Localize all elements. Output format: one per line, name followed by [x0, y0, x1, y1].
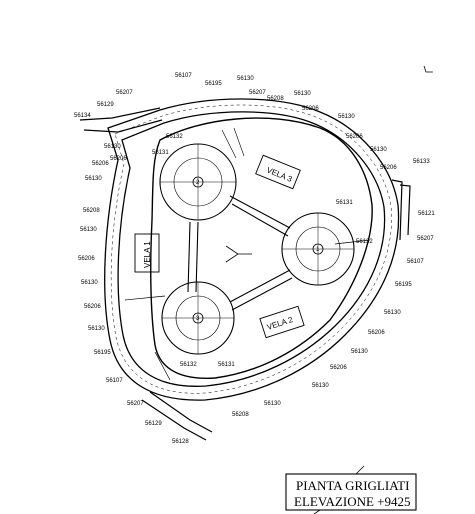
part-label: 56130	[88, 326, 105, 332]
part-label: 56130	[351, 349, 368, 355]
part-label: 56206	[346, 134, 363, 140]
part-label: 56130	[85, 176, 102, 182]
part-label: 56130	[338, 114, 355, 120]
vela-1-label: VELA 1	[143, 241, 152, 268]
part-label: 56130	[264, 401, 281, 407]
tank-2-number: 2	[196, 180, 200, 186]
title-line-1: PIANTA GRIGLIATI	[296, 478, 409, 493]
tank-1-number: 1	[316, 247, 320, 253]
part-label: 56206	[110, 156, 127, 162]
part-label: 56131	[152, 150, 169, 156]
part-label: 56207	[116, 90, 133, 96]
part-label: 56121	[418, 211, 435, 217]
part-label: 56132	[166, 134, 183, 140]
part-label: 56208	[267, 96, 284, 102]
corner-mark	[423, 65, 433, 73]
part-label: 56206	[84, 304, 101, 310]
part-label: 56207	[417, 236, 434, 242]
part-label: 56133	[413, 159, 430, 165]
part-label: 56195	[395, 282, 412, 288]
truss-ring	[104, 98, 400, 401]
part-label: 56131	[218, 362, 235, 368]
title-line-2: ELEVAZIONE +9425	[294, 494, 411, 509]
part-label: 56195	[205, 81, 222, 87]
vela-2-box: VELA 2	[259, 305, 305, 339]
part-label: 56207	[249, 90, 266, 96]
part-label: 56206	[380, 165, 397, 171]
part-label: 56134	[74, 113, 91, 119]
part-label: 56129	[97, 102, 114, 108]
part-label: 56130	[237, 76, 254, 82]
platform-outline	[150, 117, 373, 379]
part-label: 56130	[81, 280, 98, 286]
tank-2	[159, 143, 237, 221]
part-label: 56130	[384, 310, 401, 316]
part-label: 56206	[302, 106, 319, 112]
part-label: 56128	[172, 439, 189, 445]
part-label: 56132	[180, 362, 197, 368]
part-label: 56206	[78, 256, 95, 262]
part-label: 56107	[407, 259, 424, 265]
part-label: 56195	[94, 350, 111, 356]
part-label: 56107	[106, 378, 123, 384]
part-label: 56130	[312, 383, 329, 389]
part-label: 56129	[145, 421, 162, 427]
vela-3-label: VELA 3	[265, 166, 294, 185]
tank-3-number: 3	[196, 316, 200, 322]
part-label: 56130	[294, 91, 311, 97]
tank-3	[161, 281, 235, 355]
part-label: 56107	[175, 73, 192, 79]
vela-2-label: VELA 2	[266, 315, 295, 332]
center-frame	[124, 127, 371, 381]
part-label: 56130	[104, 144, 121, 150]
part-label: 56206	[330, 365, 347, 371]
truss-arms	[79, 107, 411, 441]
title-block: PIANTA GRIGLIATI ELEVAZIONE +9425	[285, 465, 417, 514]
part-label: 56130	[80, 227, 97, 233]
vela-1-box: VELA 1	[134, 233, 160, 273]
part-labels: 56107 56195 56130 56207 56208 56130 5620…	[74, 73, 435, 445]
part-label: 56132	[356, 239, 373, 245]
part-label: 56130	[370, 147, 387, 153]
part-label: 56208	[232, 412, 249, 418]
tank-1	[281, 212, 355, 286]
part-label: 56207	[127, 401, 144, 407]
part-label: 56208	[83, 208, 100, 214]
part-label: 56206	[92, 161, 109, 167]
vela-3-box: VELA 3	[255, 154, 301, 190]
part-label: 56206	[368, 330, 385, 336]
part-label: 56131	[336, 200, 353, 206]
